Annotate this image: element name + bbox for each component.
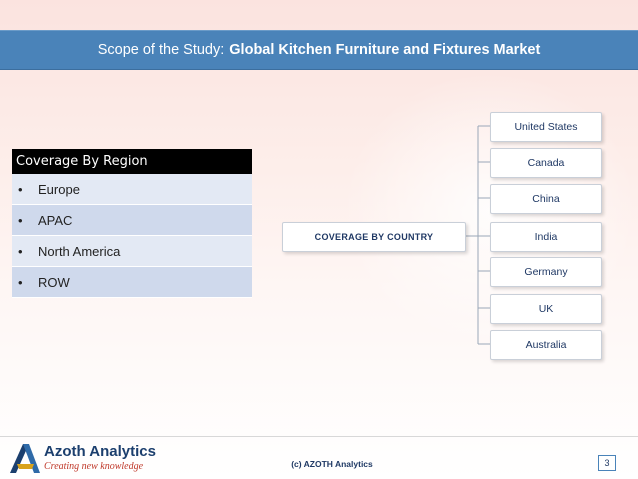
region-row-north-america: • North America (12, 236, 252, 267)
region-table-title: Coverage By Region (12, 149, 252, 174)
azoth-logo: Azoth Analytics Creating new knowledge (8, 440, 178, 476)
bullet-icon: • (18, 181, 23, 197)
title-prefix: Scope of the Study: (97, 42, 225, 58)
bullet-icon: • (18, 274, 23, 290)
bullet-icon: • (18, 243, 23, 259)
logo-tagline: Creating new knowledge (44, 461, 144, 472)
region-label: ROW (38, 274, 70, 290)
region-list: • Europe • APAC • North America • ROW (12, 174, 252, 298)
region-label: Europe (38, 181, 80, 197)
coverage-by-country-box: COVERAGE BY COUNTRY (282, 222, 466, 252)
country-india: India (490, 222, 602, 252)
country-china: China (490, 184, 602, 214)
country-uk: UK (490, 294, 602, 324)
page-number: 3 (598, 455, 616, 471)
region-row-apac: • APAC (12, 205, 252, 236)
country-australia: Australia (490, 330, 602, 360)
page-title: Global Kitchen Furniture and Fixtures Ma… (229, 42, 541, 58)
azoth-logo-icon (10, 444, 40, 473)
title-bar: Scope of the Study: Global Kitchen Furni… (0, 30, 638, 70)
region-label: North America (38, 243, 121, 259)
bullet-icon: • (18, 212, 23, 228)
country-canada: Canada (490, 148, 602, 178)
region-table: Coverage By Region • Europe • APAC • Nor… (12, 149, 252, 298)
copyright-text: (c) AZOTH Analytics (291, 459, 373, 469)
region-row-europe: • Europe (12, 174, 252, 205)
region-label: APAC (38, 212, 73, 228)
country-germany: Germany (490, 257, 602, 287)
logo-brand-text: Azoth Analytics (44, 443, 156, 460)
country-united-states: United States (490, 112, 602, 142)
footer-divider (0, 436, 638, 437)
region-row-row: • ROW (12, 267, 252, 298)
